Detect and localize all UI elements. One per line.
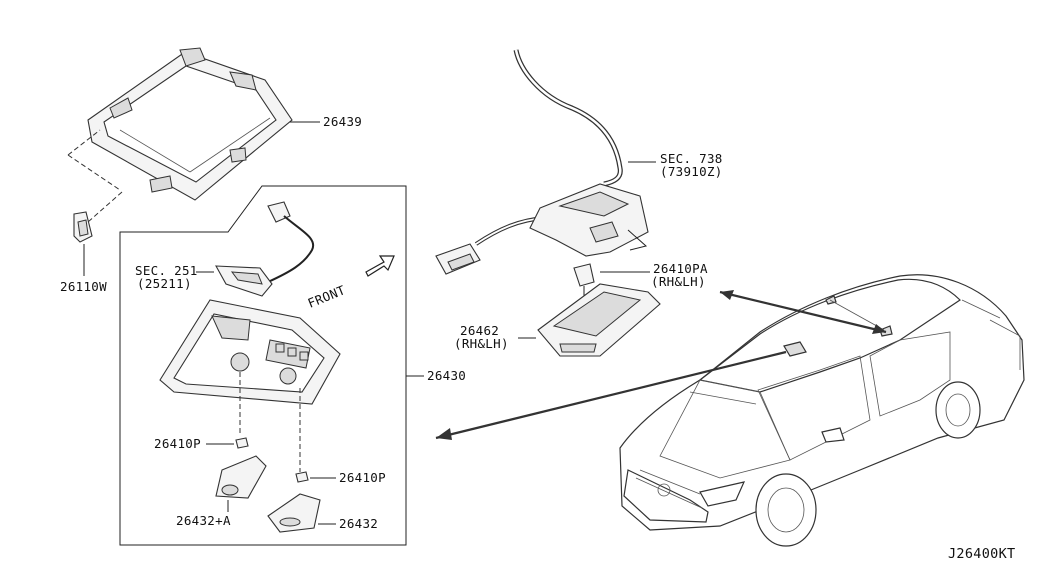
label-26430: 26430: [427, 368, 466, 383]
part-26410p-bulb-right: [295, 471, 309, 483]
dash-line-frame-a: [67, 154, 121, 191]
label-26462-sub: (RH&LH): [454, 336, 509, 351]
label-26439: 26439: [323, 114, 362, 129]
label-26462: 26462: [460, 323, 499, 338]
part-sec251-switch: [215, 265, 273, 297]
part-26439-frame: [87, 47, 293, 201]
dash-line-frame-b: [87, 191, 123, 223]
label-sec251: SEC. 251: [135, 263, 198, 278]
label-front: FRONT: [306, 282, 348, 311]
label-26410pa: 26410PA: [653, 261, 708, 276]
part-26432-lens: [267, 493, 321, 533]
part-harness-small: [267, 201, 315, 283]
diagram-id: J26400KT: [948, 546, 1015, 562]
car-illustration: [619, 274, 1025, 547]
part-26462-lamp: [537, 283, 661, 357]
dash-line-frame-c: [67, 129, 101, 156]
label-26410p-right: 26410P: [339, 470, 386, 485]
part-26410p-bulb-left: [235, 437, 249, 449]
callout-arrow-map-lamp: [435, 350, 787, 440]
callout-arrow-personal-lamp: [719, 290, 887, 334]
label-sec251-sub: (25211): [137, 276, 192, 291]
part-26432a-lens: [215, 455, 267, 499]
label-26432: 26432: [339, 516, 378, 531]
label-26432a: 26432+A: [176, 513, 231, 528]
label-26410pa-sub: (RH&LH): [651, 274, 706, 289]
part-26430-map-lamp: [159, 299, 341, 405]
front-direction-arrow: FRONT: [306, 255, 395, 311]
label-sec738: SEC. 738: [660, 151, 723, 166]
assembly-box-26430: [119, 185, 407, 546]
label-26410p-left: 26410P: [154, 436, 201, 451]
part-sec738-bracket: [529, 183, 649, 257]
part-26110w-clip: [73, 211, 93, 243]
label-26110w: 26110W: [60, 279, 107, 294]
label-sec738-sub: (73910Z): [660, 164, 723, 179]
